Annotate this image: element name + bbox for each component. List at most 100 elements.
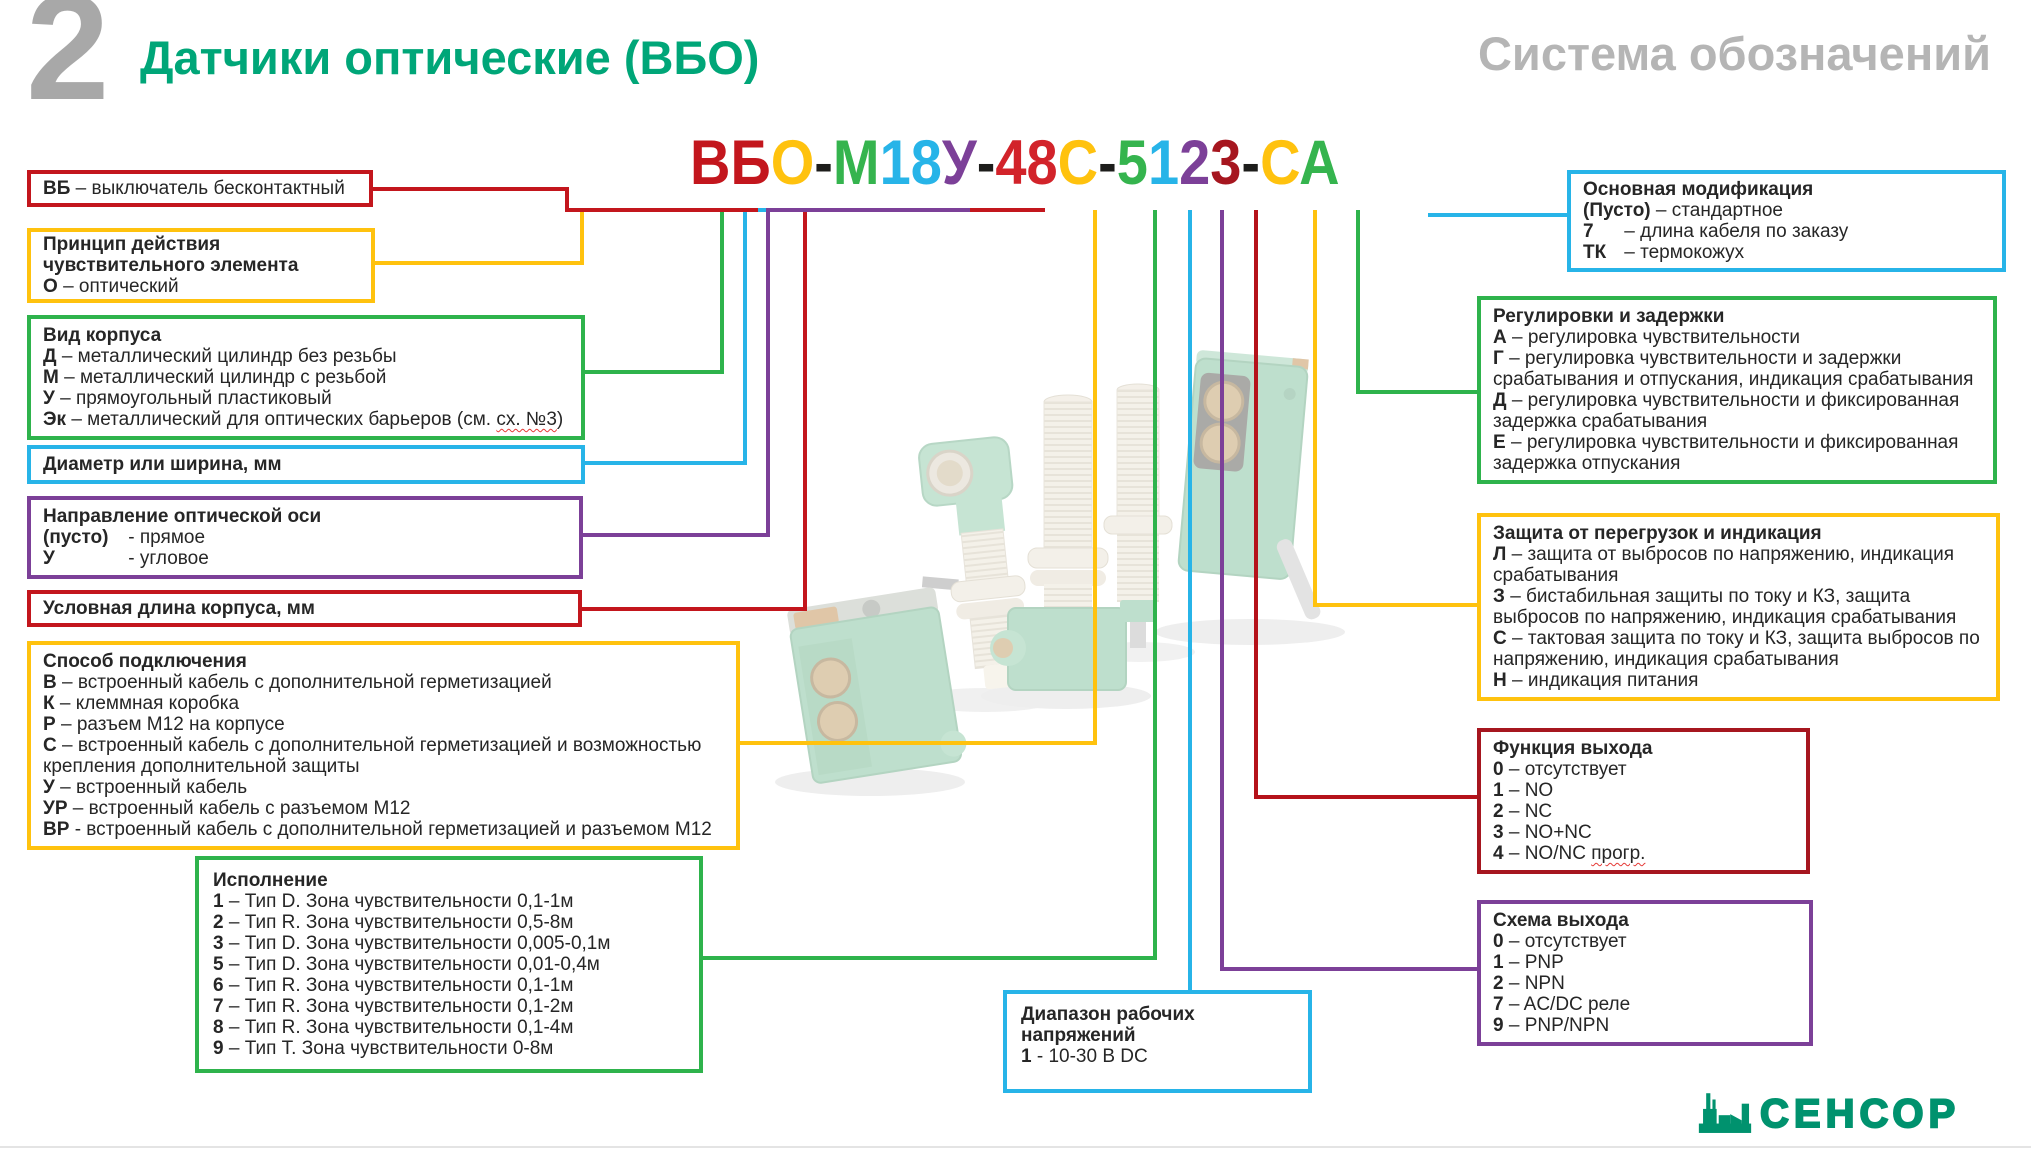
box-title: Вид корпуса: [43, 325, 162, 346]
connector-output-function: [1254, 210, 1477, 799]
legend-row: У - угловое: [43, 548, 209, 569]
product-shadow: [1155, 619, 1345, 645]
connector-output-scheme: [1220, 210, 1477, 971]
code-segment: -: [814, 127, 833, 198]
legend-row: (пусто) - прямое: [43, 527, 206, 548]
legend-row: 9 – Тип Т. Зона чувствительности 0-8м: [213, 1038, 554, 1059]
legend-row: О – оптический: [43, 276, 179, 297]
connector-version: [703, 210, 1157, 960]
legend-row: 1 – Тип D. Зона чувствительности 0,1-1м: [213, 891, 574, 912]
legend-box-principle: Принцип действия чувствительного элемент…: [27, 228, 375, 303]
connector-optical-axis: [583, 208, 970, 537]
code-segment: О: [770, 127, 815, 198]
legend-box-version: Исполнение 1 – Тип D. Зона чувствительно…: [195, 856, 703, 1073]
legend-row: Р – разъем М12 на корпусе: [43, 714, 285, 735]
legend-row: С – встроенный кабель с дополнительной г…: [43, 735, 702, 777]
legend-row: 5 – Тип D. Зона чувствительности 0,01-0,…: [213, 954, 600, 975]
legend-row: ВР - встроенный кабель с дополнительной …: [43, 819, 712, 840]
legend-row: ВБ – выключатель бесконтактный: [43, 178, 345, 199]
legend-box-diameter: Диаметр или ширина, мм: [27, 445, 585, 484]
factory-icon: [1698, 1093, 1752, 1133]
legend-row: А – регулировка чувствительности: [1493, 327, 1800, 348]
product-shadow: [915, 688, 1055, 712]
code-segment: ВБ: [690, 127, 771, 198]
connector-protection: [1313, 210, 1477, 607]
legend-box-output-scheme: Схема выхода 0 – отсутствует 1 – PNP 2 –…: [1477, 900, 1813, 1046]
logo-text: СЕНСОР: [1759, 1092, 1961, 1136]
legend-row: Л – защита от выбросов по напряжению, ин…: [1493, 544, 1955, 586]
chapter-number: 2: [26, 0, 110, 131]
box-title: Условная длина корпуса, мм: [43, 598, 315, 619]
legend-row: УР – встроенный кабель с разъемом М12: [43, 798, 411, 819]
sensor-logo: СЕНСОР: [1698, 1088, 1961, 1136]
legend-row: 3 – Тип D. Зона чувствительности 0,005-0…: [213, 933, 611, 954]
legend-box-protection: Защита от перегрузок и индикация Л – защ…: [1477, 513, 2000, 701]
code-segment: 2: [1179, 127, 1211, 198]
legend-row: Д – регулировка чувствительности и фикси…: [1493, 390, 1960, 432]
connector-principle: [375, 208, 787, 265]
code-segment: 18: [879, 127, 942, 198]
code-segment: С: [1057, 127, 1099, 198]
legend-row: Д – металлический цилиндр без резьбы: [43, 346, 397, 367]
connector-connection: [740, 210, 1097, 745]
box-title: Направление оптической оси: [43, 506, 322, 527]
legend-row: 0 – отсутствует: [1493, 931, 1627, 952]
box-title: Регулировки и задержки: [1493, 306, 1725, 327]
legend-box-housing-length: Условная длина корпуса, мм: [27, 590, 582, 627]
product-shadow: [981, 683, 1151, 709]
page-subtitle: Система обозначений: [1477, 27, 1991, 80]
page-title: Датчики оптические (ВБО): [140, 31, 760, 84]
legend-row: 2 – NC: [1493, 801, 1553, 822]
legend-row: 7 – длина кабеля по заказу: [1583, 221, 1849, 242]
legend-row: 6 – Тип R. Зона чувствительности 0,1-1м: [213, 975, 574, 996]
legend-box-optical-axis: Направление оптической оси (пусто) - пря…: [27, 496, 583, 579]
box-title: Принцип действия чувствительного элемент…: [43, 234, 299, 276]
legend-box-body-type: Вид корпуса Д – металлический цилиндр бе…: [27, 315, 585, 440]
designation-code: ВБО-М18У-48С-5123-СА: [690, 126, 1340, 199]
connector-adjustments: [1356, 210, 1477, 394]
product-shadow: [1085, 642, 1195, 662]
product-elbow-sensor: [918, 436, 1026, 690]
code-segment: -: [976, 127, 996, 198]
legend-row: У – встроенный кабель: [43, 777, 248, 798]
connector-diameter: [585, 208, 916, 465]
legend-box-modification: Основная модификация (Пусто) – стандартн…: [1567, 170, 2006, 272]
legend-row: Н – индикация питания: [1493, 670, 1699, 691]
legend-row: 1 – NO: [1493, 780, 1554, 801]
legend-row: К – клеммная коробка: [43, 693, 240, 714]
code-segment: У: [941, 127, 977, 198]
legend-row: У – прямоугольный пластиковый: [43, 388, 332, 409]
legend-row: Е – регулировка чувствительности и фикси…: [1493, 432, 1959, 474]
legend-row: ТК – термокожух: [1583, 242, 1745, 263]
legend-box-connection: Способ подключения В – встроенный кабель…: [27, 641, 740, 850]
legend-row: 3 – NO+NC: [1493, 822, 1592, 843]
legend-row: 1 – PNP: [1493, 952, 1564, 973]
legend-row: Эк – металлический для оптических барьер…: [43, 409, 564, 430]
product-photoelectric-sensor: [1177, 350, 1321, 620]
box-title: Основная модификация: [1583, 179, 1814, 200]
connector-housing-length: [582, 208, 1045, 611]
code-segment: 5: [1116, 127, 1148, 198]
legend-row: 8 – Тип R. Зона чувствительности 0,1-4м: [213, 1017, 574, 1038]
legend-box-voltage-range: Диапазон рабочих напряжений 1 - 10-30 В …: [1003, 990, 1312, 1093]
product-cylinder-cube-sensor: [990, 394, 1127, 691]
code-segment: 1: [1147, 127, 1180, 198]
code-segment: -: [1241, 127, 1261, 198]
product-shadow: [775, 768, 965, 796]
legend-row: В – встроенный кабель с дополнительной г…: [43, 672, 552, 693]
legend-box-output-function: Функция выхода 0 – отсутствует 1 – NO 2 …: [1477, 728, 1810, 874]
connector-body-type: [585, 208, 858, 374]
box-title: Способ подключения: [43, 651, 247, 672]
box-title: Функция выхода: [1493, 738, 1653, 759]
code-segment: С: [1260, 127, 1300, 198]
legend-row: 9 – PNP/NPN: [1493, 1015, 1610, 1036]
box-title: Исполнение: [213, 870, 328, 891]
box-title: Диаметр или ширина, мм: [43, 454, 282, 475]
box-title: Схема выхода: [1493, 910, 1629, 931]
code-segment: 3: [1210, 127, 1242, 198]
legend-row: 7 – Тип R. Зона чувствительности 0,1-2м: [213, 996, 574, 1017]
box-title: Защита от перегрузок и индикация: [1493, 523, 1822, 544]
legend-row: (Пусто) – стандартное: [1583, 200, 1783, 221]
code-segment: 48: [995, 127, 1058, 198]
legend-row: 7 – AC/DC реле: [1493, 994, 1631, 1015]
